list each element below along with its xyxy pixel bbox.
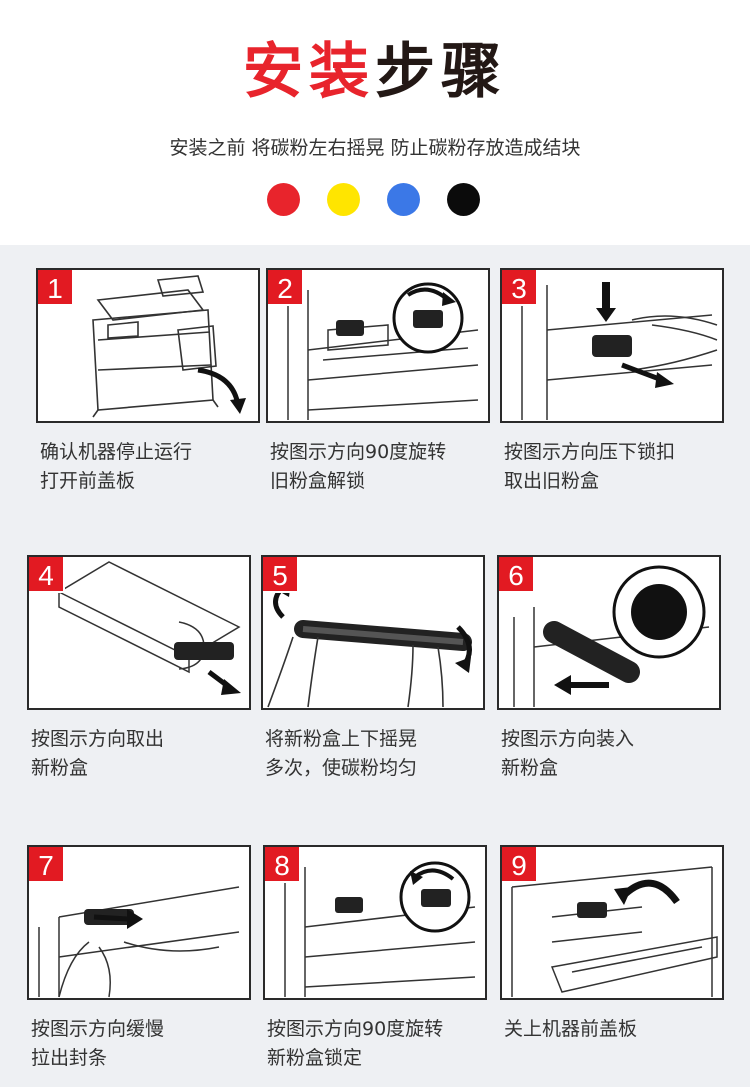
pull-seal-strip-icon — [38, 886, 240, 998]
step-9-number: 9 — [502, 847, 538, 883]
page-title: 安装步骤 — [0, 36, 750, 108]
color-dot-blue — [387, 183, 420, 216]
step-8-line-1: 按图示方向90度旋转 — [267, 1018, 444, 1040]
step-5-illustration: 5 — [261, 555, 485, 710]
step-5-line-2: 多次，使碳粉均匀 — [265, 757, 418, 779]
step-6-description: 按图示方向装入 新粉盒 — [501, 725, 721, 783]
step-7-line-2: 拉出封条 — [31, 1047, 108, 1069]
step-6-line-1: 按图示方向装入 — [501, 728, 635, 750]
step-3-number: 3 — [502, 270, 538, 306]
step-3-line-2: 取出旧粉盒 — [504, 470, 600, 492]
press-lock-icon — [521, 282, 718, 420]
step-6-line-2: 新粉盒 — [501, 757, 559, 779]
step-4-number: 4 — [29, 557, 65, 593]
step-4-description: 按图示方向取出 新粉盒 — [31, 725, 251, 783]
step-2-number: 2 — [268, 270, 304, 306]
step-3-description: 按图示方向压下锁扣 取出旧粉盒 — [504, 438, 724, 496]
page-subtitle: 安装之前 将碳粉左右摇晃 防止碳粉存放造成结块 — [169, 137, 581, 159]
step-8-number: 8 — [265, 847, 301, 883]
step-5-line-1: 将新粉盒上下摇晃 — [265, 728, 418, 750]
step-1-illustration: 1 — [36, 268, 260, 423]
step-6-number: 6 — [499, 557, 535, 593]
step-3-line-1: 按图示方向压下锁扣 — [504, 441, 676, 463]
step-9-illustration: 9 — [500, 845, 724, 1000]
step-8-illustration: 8 — [263, 845, 487, 1000]
step-5-number: 5 — [263, 557, 299, 593]
step-2-line-2: 旧粉盒解锁 — [270, 470, 366, 492]
header-banner: 安装步骤 安装之前 将碳粉左右摇晃 防止碳粉存放造成结块 — [0, 0, 750, 245]
step-9-line-1: 关上机器前盖板 — [504, 1018, 638, 1040]
step-1-number: 1 — [38, 270, 74, 306]
step-1-description: 确认机器停止运行 打开前盖板 — [40, 438, 260, 496]
step-7-number: 7 — [29, 847, 65, 883]
color-dots — [0, 183, 750, 217]
close-front-cover-icon — [511, 866, 718, 997]
step-2-illustration: 2 — [266, 268, 490, 423]
pull-out-cartridge-icon — [57, 561, 241, 695]
insert-cartridge-icon — [513, 565, 710, 707]
step-1-line-1: 确认机器停止运行 — [40, 441, 193, 463]
step-5-description: 将新粉盒上下摇晃 多次，使碳粉均匀 — [265, 725, 485, 783]
rotate-lock-icon — [284, 861, 476, 997]
step-6-illustration: 6 — [497, 555, 721, 710]
title-part-red: 安装 — [243, 37, 375, 107]
step-2-line-1: 按图示方向90度旋转 — [270, 441, 447, 463]
color-dot-yellow — [327, 183, 360, 216]
step-7-line-1: 按图示方向缓慢 — [31, 1018, 165, 1040]
step-8-line-2: 新粉盒锁定 — [267, 1047, 363, 1069]
step-2-description: 按图示方向90度旋转 旧粉盒解锁 — [270, 438, 490, 496]
rotate-unlock-icon — [287, 282, 479, 420]
color-dot-black — [447, 183, 480, 216]
color-dot-red — [267, 183, 300, 216]
step-3-illustration: 3 — [500, 268, 724, 423]
step-4-illustration: 4 — [27, 555, 251, 710]
step-1-line-2: 打开前盖板 — [40, 470, 136, 492]
step-9-description: 关上机器前盖板 — [504, 1015, 724, 1044]
copier-machine-icon — [92, 275, 246, 418]
title-part-dark: 步骤 — [375, 37, 507, 107]
step-8-description: 按图示方向90度旋转 新粉盒锁定 — [267, 1015, 487, 1073]
step-4-line-1: 按图示方向取出 — [31, 728, 165, 750]
step-7-illustration: 7 — [27, 845, 251, 1000]
step-4-line-2: 新粉盒 — [31, 757, 89, 779]
step-7-description: 按图示方向缓慢 拉出封条 — [31, 1015, 251, 1073]
